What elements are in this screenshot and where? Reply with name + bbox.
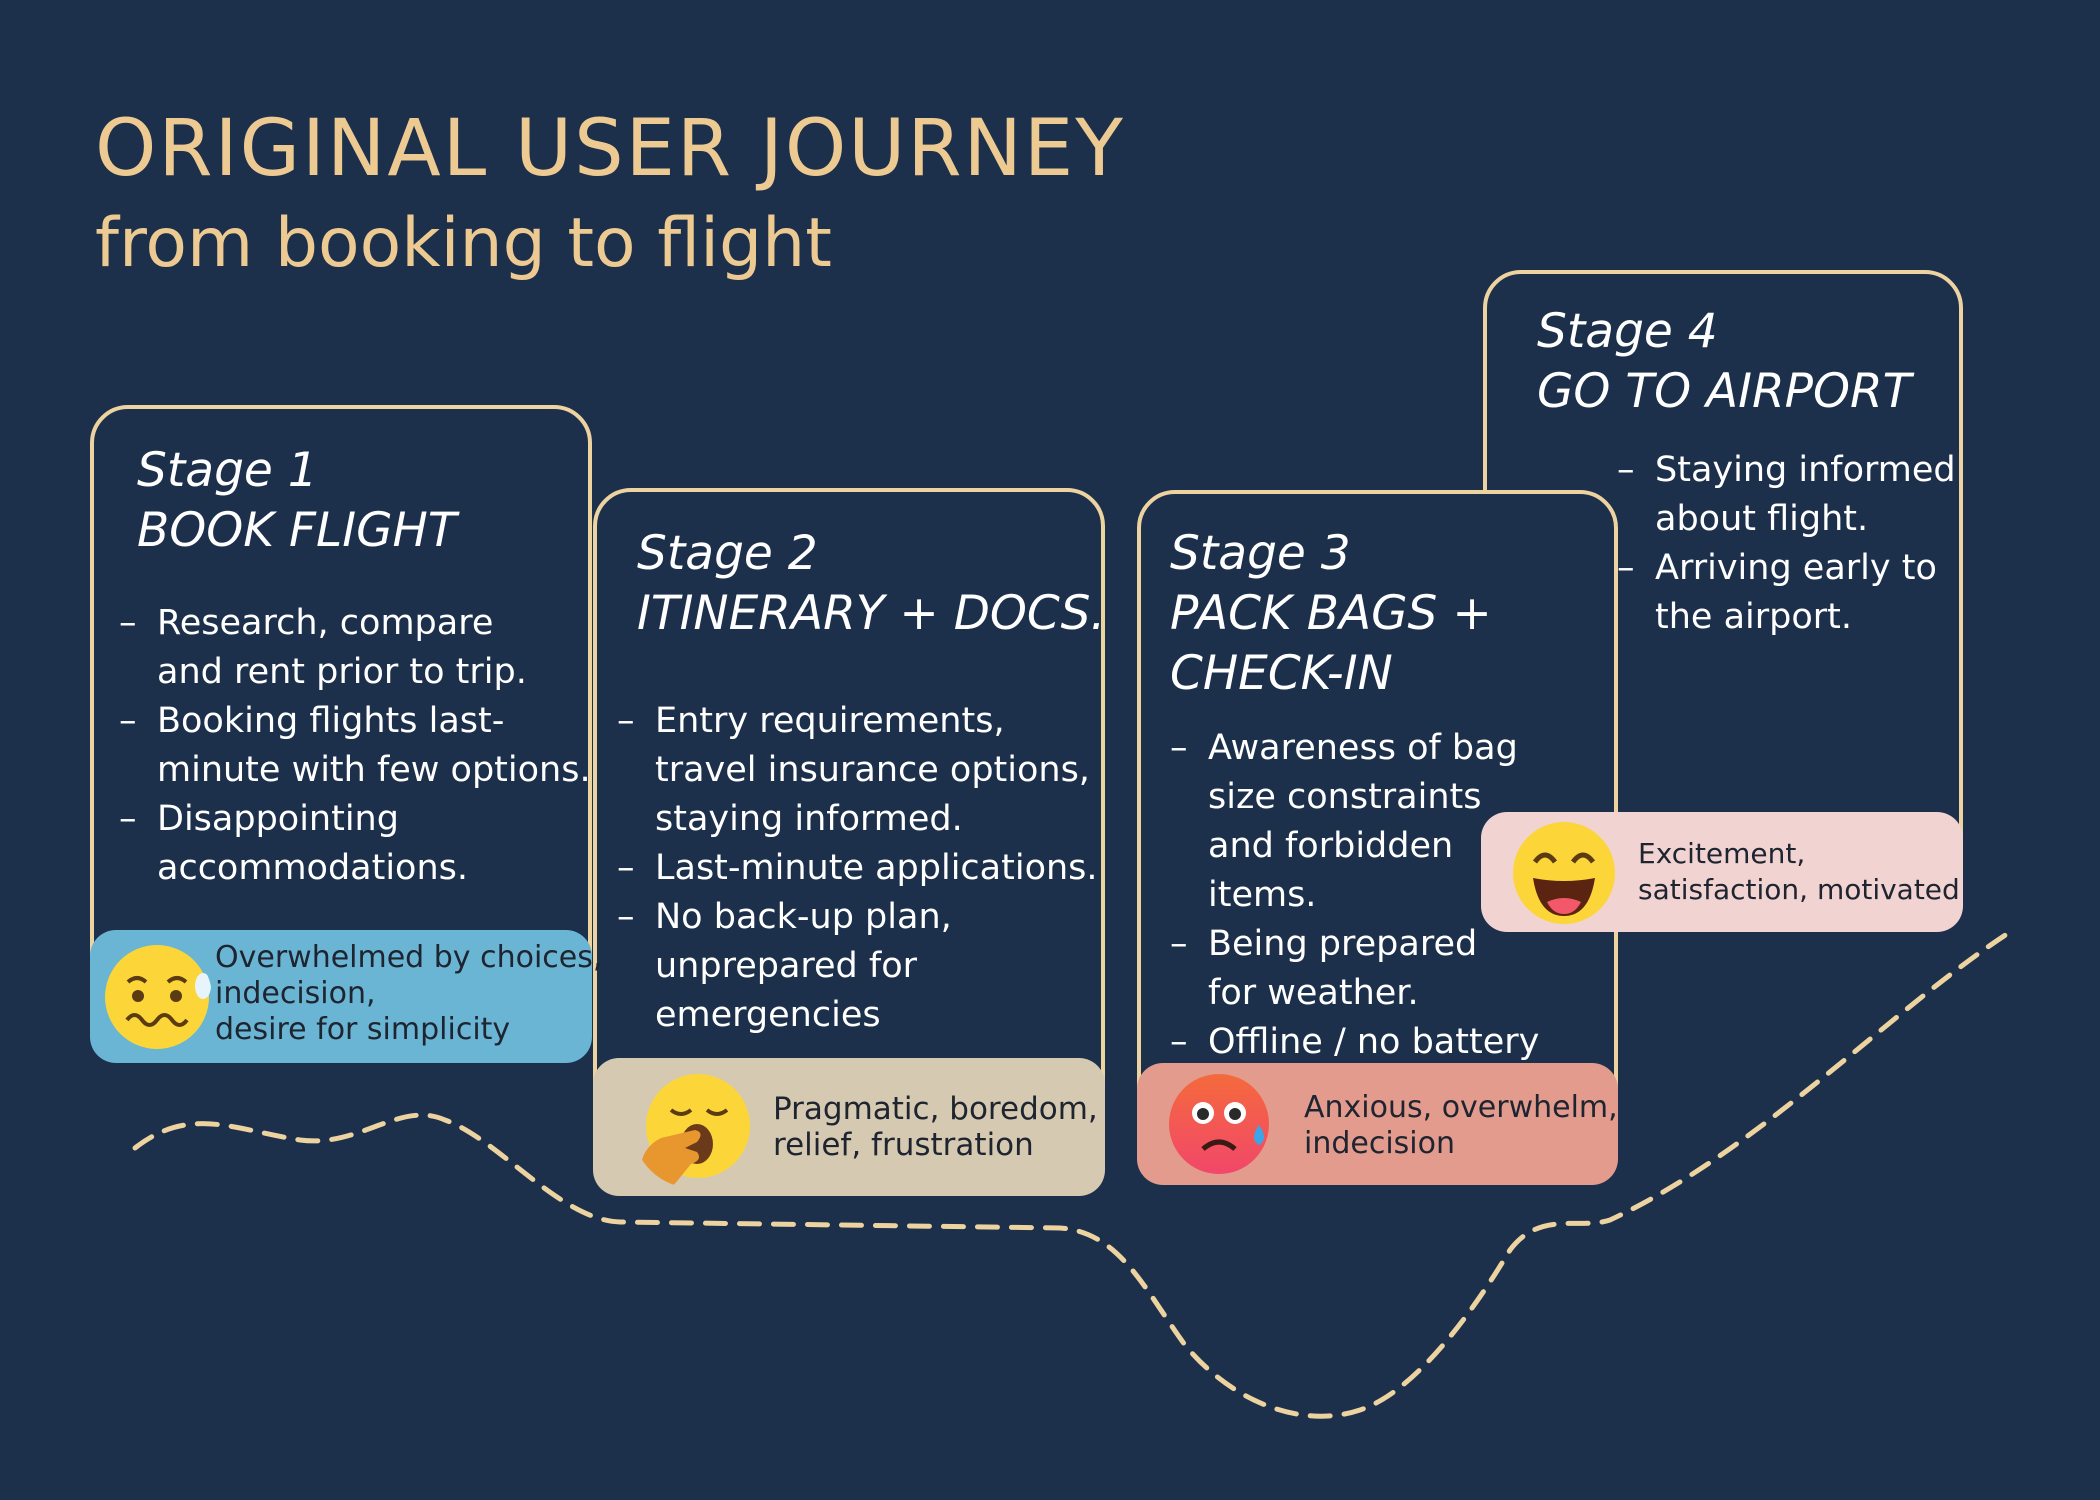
stage-1-emotion-text: Overwhelmed by choices, indecision, desi…: [215, 940, 603, 1047]
stage-4-label: Stage 4: [1537, 304, 1718, 359]
page-subtitle: from booking to flight: [95, 204, 832, 283]
grinning-face-icon: [1513, 822, 1615, 924]
stage-1-label: Stage 1: [137, 443, 318, 498]
stage-2-name: ITINERARY + DOCS.: [637, 586, 1106, 641]
stage-3-emotion: Anxious, overwhelm, indecision: [1137, 1063, 1618, 1185]
stage-2-emotion-text: Pragmatic, boredom, relief, frustration: [773, 1091, 1098, 1163]
woozy-face-icon: [105, 945, 211, 1049]
stage-1-name: BOOK FLIGHT: [137, 503, 457, 558]
stage-1-emotion: Overwhelmed by choices, indecision, desi…: [90, 930, 602, 1063]
stage-2-point: Last-minute applications.: [617, 844, 1098, 893]
stage-4-emotion-text: Excitement, satisfaction, motivated: [1638, 837, 1960, 906]
yawning-face-icon: [640, 1074, 750, 1187]
stage-2-label: Stage 2: [637, 526, 818, 581]
stage-2-point: No back-up plan,unprepared foremergencie…: [617, 893, 1098, 1040]
stage-3-name: PACK BAGS + CHECK-IN: [1170, 586, 1492, 701]
stage-2-points: Entry requirements,travel insurance opti…: [617, 697, 1098, 1040]
stage-3-emotion-text: Anxious, overwhelm, indecision: [1304, 1090, 1618, 1161]
page-title: ORIGINAL USER JOURNEY: [95, 104, 1125, 194]
stage-1-point: Booking flights last-minute with few opt…: [119, 697, 591, 795]
stage-3-label: Stage 3: [1170, 526, 1351, 581]
stage-2-emotion: Pragmatic, boredom, relief, frustration: [593, 1058, 1105, 1196]
stage-2-point: Entry requirements,travel insurance opti…: [617, 697, 1098, 844]
stage-4-name: GO TO AIRPORT: [1537, 364, 1912, 419]
journey-dashed-line: [132, 929, 2013, 1419]
anxious-face-icon: [1169, 1074, 1269, 1174]
stage-3-point: Offline / no battery: [1170, 1018, 1539, 1067]
stage-4-emotion: Excitement, satisfaction, motivated: [1481, 812, 1963, 932]
